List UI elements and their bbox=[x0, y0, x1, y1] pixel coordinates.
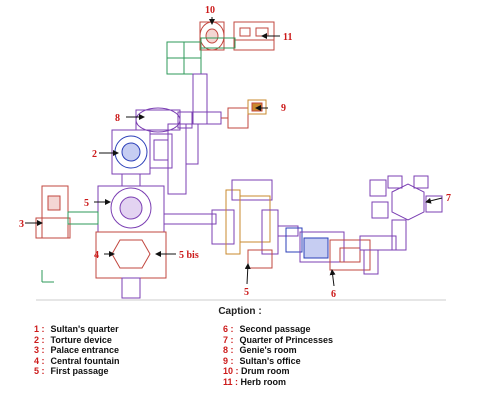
sultans-quarter bbox=[111, 129, 173, 175]
legend-item: 4 : Central fountain bbox=[34, 355, 120, 366]
legend-item: 7 : Quarter of Princesses bbox=[223, 334, 334, 345]
caption-title: Caption : bbox=[218, 306, 262, 317]
legend-item: 8 : Genie's room bbox=[223, 345, 297, 356]
map-number-10: 10 bbox=[205, 5, 215, 16]
map-numbers: 10 11 9 8 2 3 5 4 5 bis 5 6 7 bbox=[19, 5, 451, 300]
legend-item: 1 : Sultan's quarter bbox=[34, 324, 119, 334]
axis-marker bbox=[41, 270, 54, 283]
second-passage bbox=[285, 219, 407, 275]
map-number-8: 8 bbox=[115, 113, 120, 124]
map-number-6: 6 bbox=[331, 289, 336, 300]
genies-room bbox=[135, 107, 193, 133]
map-number-11: 11 bbox=[283, 32, 292, 43]
legend-item: 5 : First passage bbox=[34, 366, 109, 377]
legend-item: 2 : Torture device bbox=[34, 334, 112, 345]
palace-entrance bbox=[95, 231, 167, 299]
map-number-7: 7 bbox=[446, 193, 451, 204]
legend-left: 1 : Sultan's quarter 2 : Torture device … bbox=[34, 324, 120, 377]
north-corridor bbox=[166, 37, 236, 75]
map-number-1: 2 bbox=[92, 149, 97, 160]
legend-right: 6 : Second passage 7 : Quarter of Prince… bbox=[223, 324, 333, 388]
map-number-4: 5 bbox=[84, 198, 89, 209]
legend-item: 10 : Drum room bbox=[223, 366, 290, 377]
map-number-5-bis: 5 bis bbox=[179, 250, 199, 261]
legend-item: 6 : Second passage bbox=[223, 324, 311, 334]
quarter-of-princesses bbox=[369, 175, 443, 221]
legend-item: 11 : Herb room bbox=[223, 376, 287, 387]
drum-room bbox=[199, 21, 225, 51]
spine-corridor bbox=[167, 73, 222, 195]
map-number-3: 4 bbox=[94, 250, 99, 261]
sultans-office bbox=[221, 99, 267, 129]
first-passage bbox=[163, 179, 299, 269]
torture-device bbox=[35, 185, 99, 239]
callout-arrows bbox=[25, 17, 443, 287]
legend-item: 9 : Sultan's office bbox=[223, 355, 301, 366]
central-fountain bbox=[97, 173, 165, 233]
legend-item: 3 : Palace entrance bbox=[34, 345, 120, 356]
map-number-9: 9 bbox=[281, 103, 286, 114]
map-number-2: 3 bbox=[19, 219, 24, 230]
map-number-5: 5 bbox=[244, 287, 249, 298]
